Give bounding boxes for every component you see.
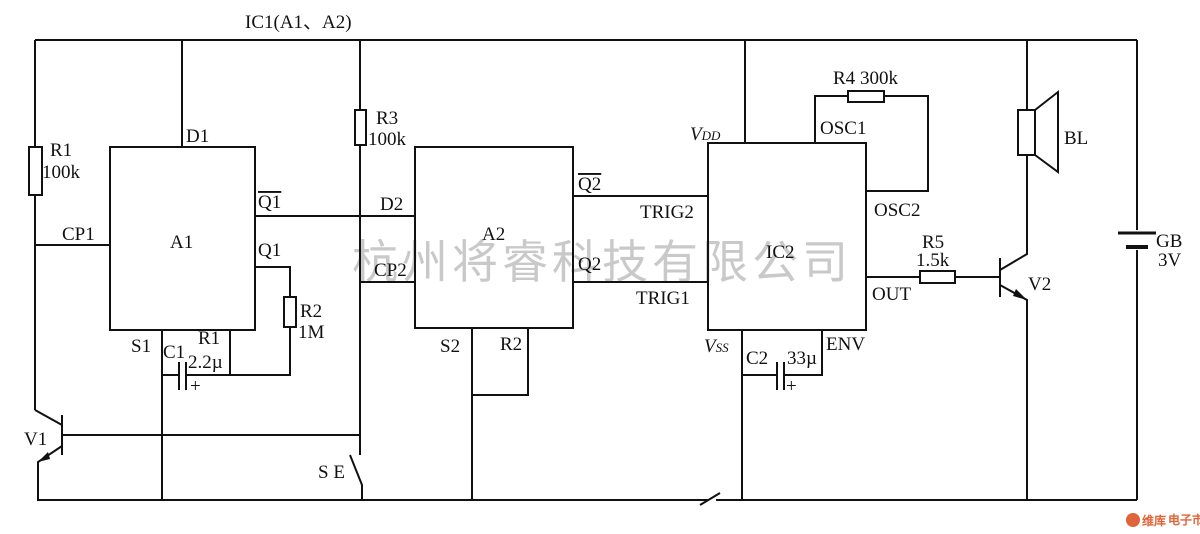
r3-value: 100k bbox=[368, 129, 407, 150]
r5-value: 1.5k bbox=[916, 250, 950, 271]
ic1-title: IC1(A1、A2) bbox=[245, 12, 352, 33]
osc2-pin: OSC2 bbox=[874, 200, 920, 221]
r4-resistor bbox=[814, 90, 929, 192]
c1-label: C1 bbox=[163, 342, 185, 363]
site-logo: 维库 电子市场网 bbox=[1126, 512, 1200, 528]
r2-label: R2 bbox=[300, 301, 322, 322]
svg-text:维库: 维库 bbox=[1142, 513, 1166, 528]
r2-value: 1M bbox=[298, 322, 325, 343]
bottom-rail bbox=[37, 492, 1137, 506]
ic2-name: IC2 bbox=[766, 242, 795, 263]
r3-resistor bbox=[354, 40, 415, 455]
s2-r2-wires bbox=[471, 328, 529, 500]
r1-pin: R1 bbox=[198, 328, 220, 349]
trig1-pin: TRIG1 bbox=[636, 288, 690, 309]
a2-name: A2 bbox=[482, 224, 505, 245]
env-pin: ENV bbox=[826, 334, 865, 355]
r5-resistor bbox=[866, 270, 1000, 284]
c1-capacitor bbox=[161, 330, 230, 500]
d2-pin: D2 bbox=[380, 194, 403, 215]
se-label: S E bbox=[318, 462, 345, 483]
v2-transistor bbox=[999, 40, 1028, 500]
trig2-pin: TRIG2 bbox=[640, 202, 694, 223]
q1-pin: Q1 bbox=[258, 240, 281, 261]
battery-icon bbox=[1118, 40, 1156, 500]
svg-text:电子市场网: 电子市场网 bbox=[1168, 512, 1200, 527]
s2-pin: S2 bbox=[440, 336, 460, 357]
r1-value: 100k bbox=[42, 162, 81, 183]
a1-name: A1 bbox=[170, 232, 193, 253]
a2-ic2-wires bbox=[573, 195, 708, 283]
v1-transistor bbox=[34, 409, 360, 500]
out-pin: OUT bbox=[872, 284, 911, 305]
se-switch[interactable] bbox=[349, 454, 363, 500]
c1-plus: + bbox=[190, 376, 201, 397]
q1bar-pin: Q1 bbox=[258, 192, 281, 213]
gb-label: GB bbox=[1156, 231, 1182, 252]
q2-pin: Q2 bbox=[578, 254, 601, 275]
speaker-icon bbox=[1017, 89, 1059, 174]
r5-label: R5 bbox=[922, 232, 944, 253]
a2-block bbox=[414, 146, 574, 329]
v2-label: V2 bbox=[1028, 274, 1051, 295]
c2-value: 33µ bbox=[787, 348, 817, 369]
cp1-pin: CP1 bbox=[62, 224, 95, 245]
r2-resistor bbox=[229, 266, 297, 376]
s1-pin: S1 bbox=[131, 336, 151, 357]
osc1-pin: OSC1 bbox=[820, 118, 866, 139]
r1-resistor bbox=[28, 40, 43, 410]
r4-label: R4 300k bbox=[833, 68, 898, 89]
cp2-pin: CP2 bbox=[374, 260, 407, 281]
r1-label: R1 bbox=[50, 140, 72, 161]
bl-label: BL bbox=[1064, 128, 1088, 149]
q2bar-pin: Q2 bbox=[578, 174, 601, 195]
vss-pin: VSS bbox=[704, 336, 729, 357]
gb-value: 3V bbox=[1158, 250, 1182, 271]
watermark: 杭州将睿科技有限公司 bbox=[352, 235, 852, 289]
r3-label: R3 bbox=[376, 108, 398, 129]
r2-pin: R2 bbox=[500, 334, 522, 355]
ic2-block bbox=[707, 142, 867, 331]
d1-pin: D1 bbox=[186, 126, 209, 147]
c2-plus: + bbox=[786, 376, 797, 397]
vdd-pin: VDD bbox=[690, 124, 721, 145]
v1-label: V1 bbox=[24, 429, 47, 450]
c1-value: 2.2µ bbox=[188, 352, 223, 373]
c2-capacitor bbox=[741, 330, 823, 500]
c2-label: C2 bbox=[746, 348, 768, 369]
